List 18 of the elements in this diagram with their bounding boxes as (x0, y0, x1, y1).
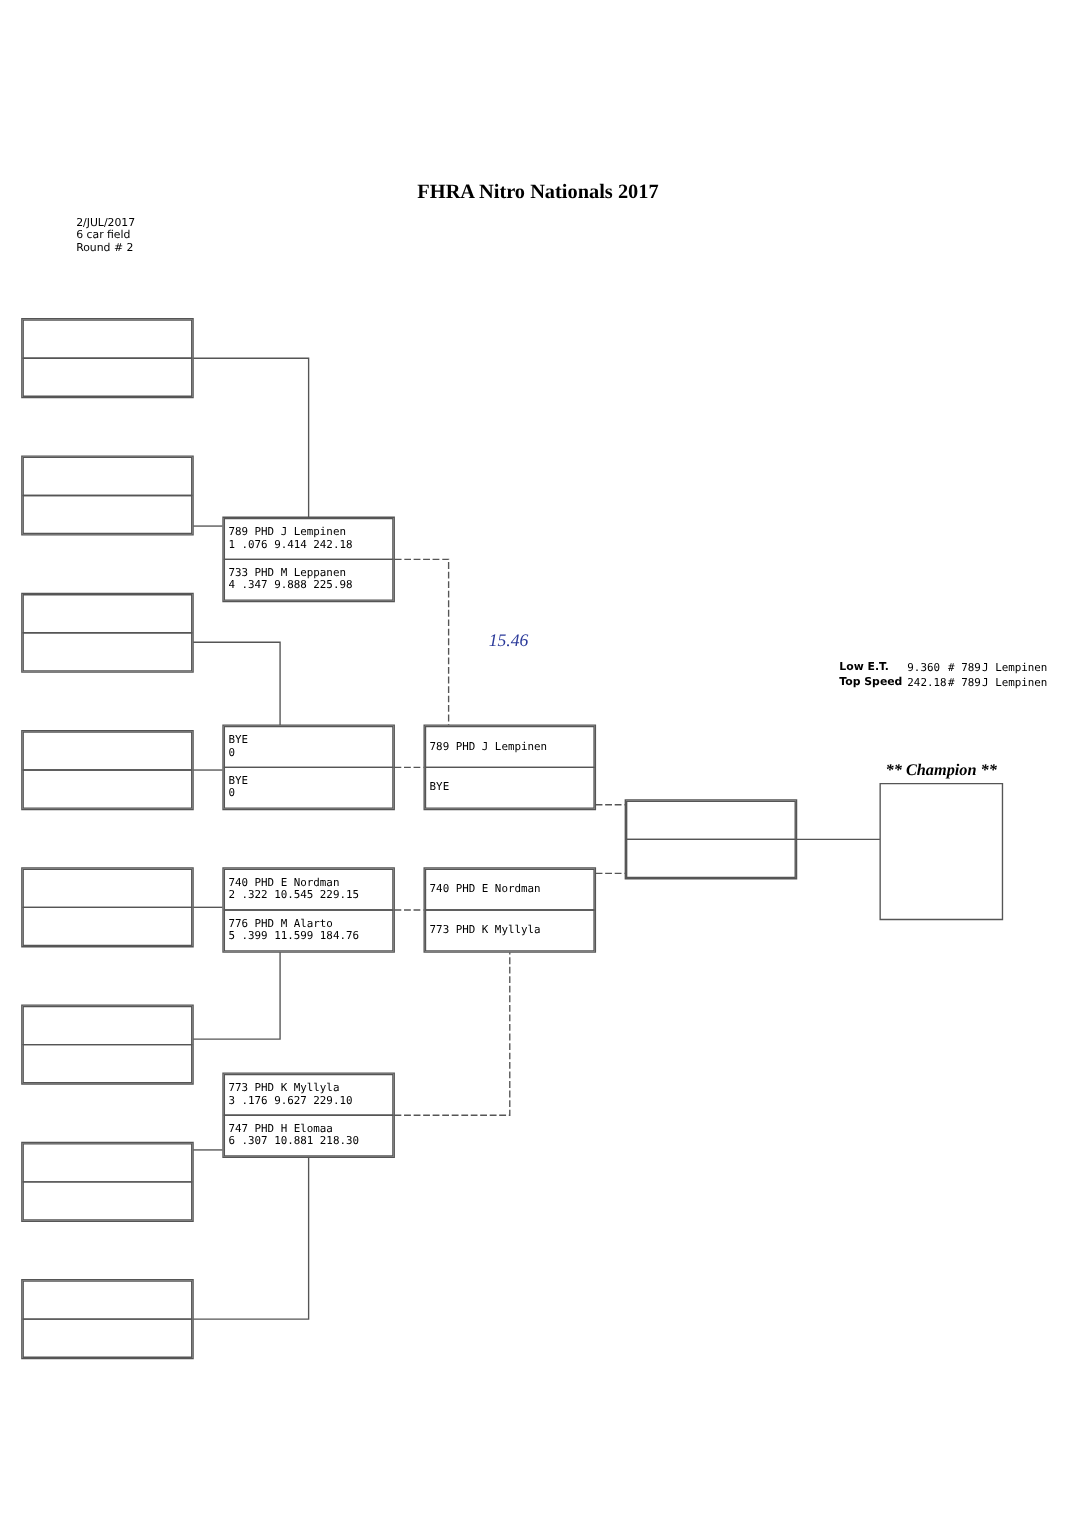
connector (393, 558, 450, 726)
connector (393, 951, 511, 1116)
connector (192, 641, 281, 726)
connector (796, 838, 881, 841)
connector (595, 872, 626, 874)
connector (192, 1156, 310, 1320)
connector (192, 357, 310, 518)
diagram-title: FHRA Nitro Nationals 2017 (417, 181, 659, 204)
connector (393, 766, 425, 768)
node-box (879, 782, 1004, 921)
connector (192, 769, 224, 771)
connector (192, 1149, 224, 1151)
connector (192, 525, 224, 527)
label: 15.46 (488, 629, 529, 650)
connector (393, 909, 425, 911)
connector (192, 906, 224, 908)
connector (595, 804, 626, 806)
connector (192, 951, 281, 1040)
